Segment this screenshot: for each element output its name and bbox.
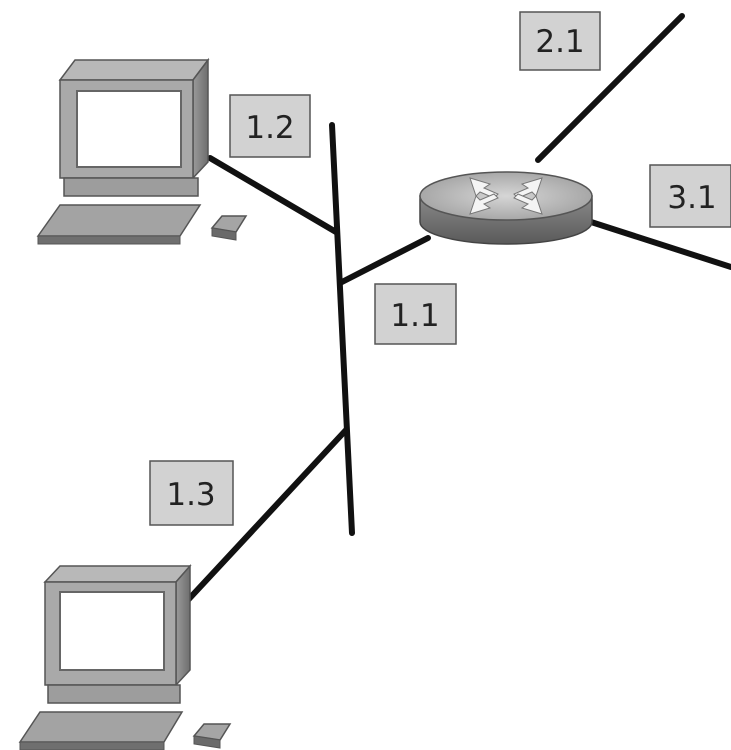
router-arrows-icon (469, 177, 543, 215)
link-router-lan (337, 235, 431, 286)
label-text: 3.1 (667, 180, 716, 216)
workstation-top (36, 57, 248, 245)
mouse-icon (210, 215, 248, 241)
monitor-icon (43, 564, 192, 704)
label-text: 1.2 (245, 110, 294, 146)
label-text: 2.1 (535, 24, 584, 60)
lan-segment (329, 122, 355, 536)
label-router-port-2: 2.1 (519, 11, 601, 71)
label-host-top: 1.2 (229, 94, 311, 158)
keyboard-icon (36, 204, 202, 245)
link-router-wan-2 (535, 13, 685, 163)
link-host-top (207, 155, 339, 235)
workstation-bottom (18, 564, 232, 750)
label-router-port-3: 3.1 (649, 164, 731, 228)
mouse-icon (192, 723, 232, 749)
network-links (185, 13, 731, 603)
link-host-bottom (185, 427, 349, 603)
label-router-port-1: 1.1 (374, 283, 457, 345)
label-text: 1.3 (166, 477, 215, 513)
link-router-wan-3 (585, 218, 731, 270)
label-host-bottom: 1.3 (149, 460, 234, 526)
label-text: 1.1 (390, 298, 439, 334)
monitor-icon (58, 57, 210, 197)
router-icon (419, 171, 593, 245)
keyboard-icon (18, 711, 184, 750)
